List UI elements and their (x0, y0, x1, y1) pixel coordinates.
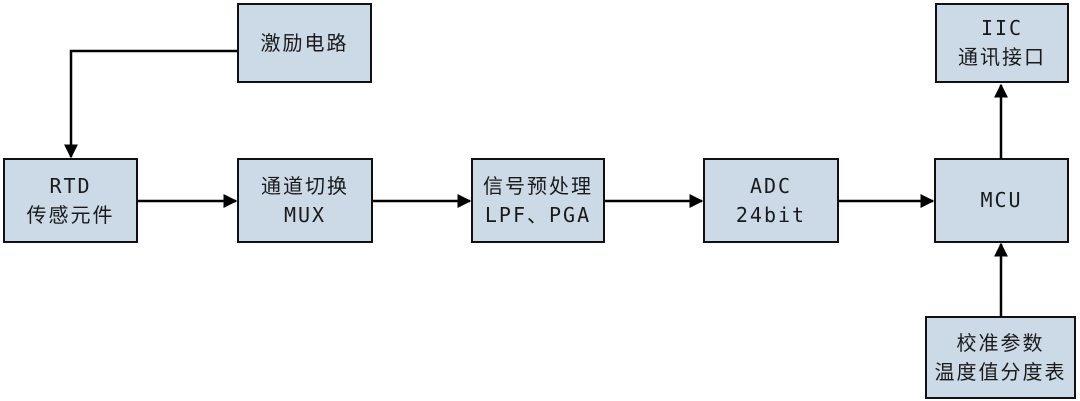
node-label-line: ADC (749, 173, 793, 198)
node-label-line: MCU (980, 188, 1023, 212)
node-signal-preprocessing: 信号预处理 LPF、PGA (471, 158, 605, 243)
node-excitation-circuit: 激励电路 (237, 3, 372, 83)
node-label-line: 通道切换 (261, 173, 349, 198)
node-label-line: RTD (49, 173, 92, 198)
node-label-line: 信号预处理 (483, 173, 593, 198)
node-rtd-sensor: RTD 传感元件 (3, 158, 138, 243)
node-label-line: 校准参数 (956, 330, 1045, 355)
arrow-excitation-to-rtd (64, 49, 237, 159)
node-channel-mux: 通道切换 MUX (237, 158, 373, 243)
node-adc-24bit: ADC 24bit (703, 158, 839, 243)
node-iic-interface: IIC 通讯接口 (935, 3, 1069, 83)
node-mcu: MCU (934, 158, 1069, 243)
node-label-line: 通讯接口 (958, 45, 1046, 69)
node-label-line: 传感元件 (26, 202, 115, 227)
node-calibration-table: 校准参数 温度值分度表 (925, 316, 1076, 399)
node-label-line: 温度值分度表 (934, 359, 1067, 384)
node-label-line: LPF、PGA (484, 202, 592, 227)
node-label-line: 激励电路 (260, 30, 349, 55)
node-label-line: IIC (980, 16, 1024, 40)
node-label-line: 24bit (735, 202, 807, 227)
node-label-line: MUX (283, 202, 327, 227)
